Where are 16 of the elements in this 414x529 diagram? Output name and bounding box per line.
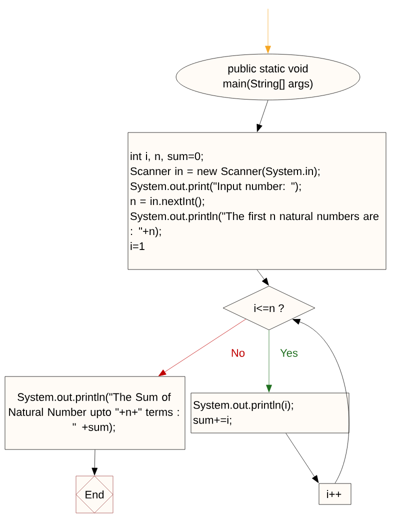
arrow xyxy=(266,330,272,392)
output-box: System.out.println("The Sum of Natural Number upto "+n+" terms : " +sum); xyxy=(4,376,186,450)
process-box: int i, n, sum=0; Scanner in = new Scanner(System.in); System.out.print("Input number: "); n = in.nextInt(); System.out.println("The first n natural numbers are : "+n); i=1 xyxy=(128,132,386,270)
arrow xyxy=(265,8,271,54)
end-terminal: End xyxy=(76,476,114,514)
arrow xyxy=(158,318,246,376)
arrow xyxy=(92,450,98,476)
arrow xyxy=(286,433,319,484)
arrow xyxy=(292,318,350,484)
start-oval: public static void main(String[] args) xyxy=(176,54,360,100)
arrow xyxy=(256,100,268,132)
process-box: System.out.println(i); sum+=i; xyxy=(190,392,350,434)
edge-label: Yes xyxy=(279,348,299,358)
process-box: i++ xyxy=(318,483,352,505)
arrow xyxy=(256,270,269,286)
edge-label: No xyxy=(230,348,246,358)
